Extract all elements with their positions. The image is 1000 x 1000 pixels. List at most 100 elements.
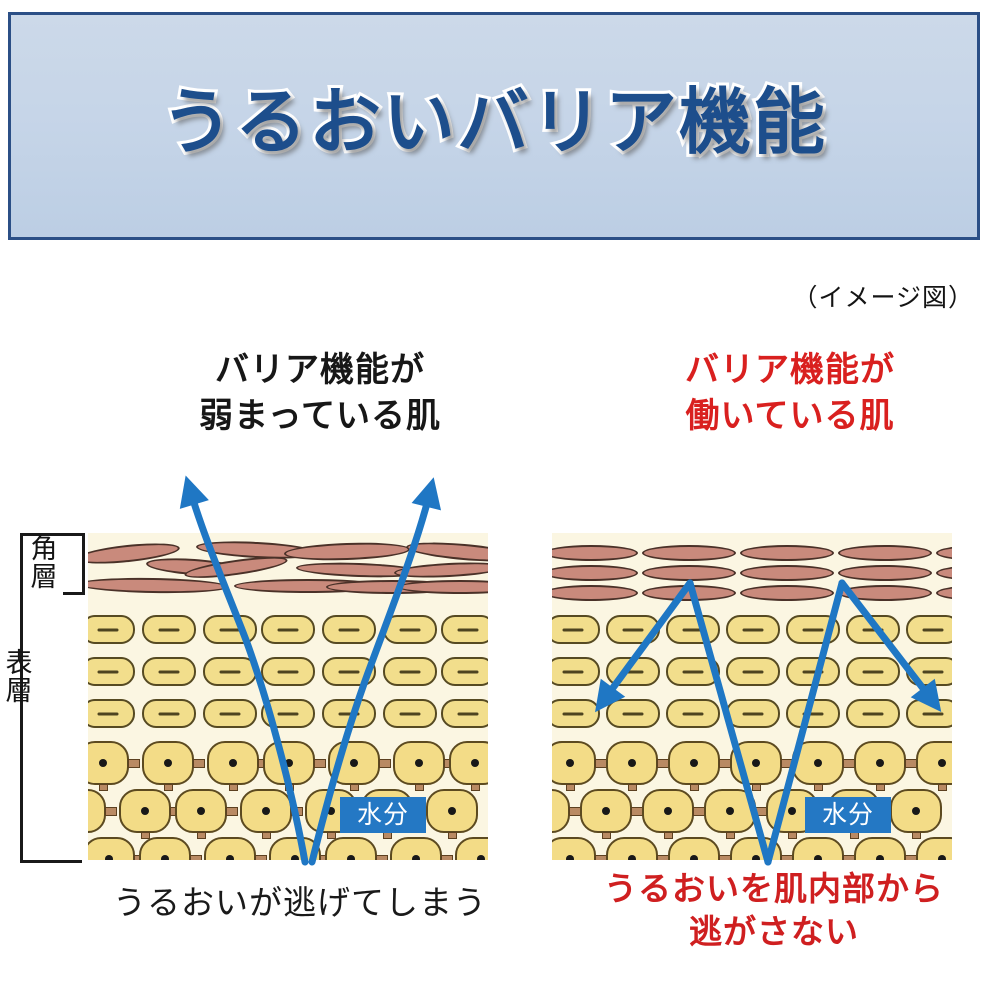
skin-diagram-strong-barrier	[552, 533, 952, 860]
granular-cell	[88, 657, 135, 686]
basal-cell	[139, 837, 191, 860]
cell-bridge	[141, 832, 150, 839]
granular-cell	[203, 615, 257, 644]
cell-bridge	[788, 832, 797, 839]
caption-right-line1: うるおいを肌内部から	[604, 870, 944, 907]
corneocyte	[936, 565, 952, 581]
corneocyte	[838, 585, 932, 601]
cell-bridge	[383, 832, 392, 839]
corneocyte	[838, 545, 932, 561]
basal-cell	[642, 789, 694, 833]
basal-cell	[119, 789, 171, 833]
caption-right-panel: うるおいを肌内部から 逃がさない	[548, 868, 1000, 954]
cell-bridge	[262, 832, 271, 839]
granular-cell	[383, 615, 437, 644]
label-stratum-corneum: 角層	[30, 534, 58, 592]
bracket-stratum-corneum	[63, 533, 85, 595]
corneocyte	[740, 585, 834, 601]
basal-cell	[455, 837, 488, 860]
heading-right-line2: 働いている肌	[685, 396, 895, 435]
granular-cell	[441, 657, 488, 686]
cell-bridge	[566, 784, 575, 791]
basal-cell	[580, 789, 632, 833]
cell-bridge	[441, 855, 453, 860]
basal-cell	[269, 837, 321, 860]
cell-bridge	[105, 807, 117, 816]
basal-cell	[449, 741, 488, 785]
granular-cell	[383, 699, 437, 728]
granular-cell	[786, 615, 840, 644]
cell-bridge	[938, 784, 947, 791]
cell-bridge	[471, 784, 480, 791]
skin-diagram-weak-barrier	[88, 533, 488, 860]
label-epidermis: 表層	[5, 648, 33, 706]
basal-cell	[552, 789, 570, 833]
corneocyte	[552, 565, 638, 581]
basal-cell	[142, 741, 194, 785]
granular-cell	[606, 657, 660, 686]
cell-bridge	[99, 784, 108, 791]
basal-cell	[606, 741, 658, 785]
granular-cell	[906, 615, 952, 644]
corneocyte	[552, 545, 638, 561]
basal-cell	[668, 741, 720, 785]
corneocyte	[936, 545, 952, 561]
basal-cell	[668, 837, 720, 860]
granular-cell	[261, 657, 315, 686]
corneocyte	[642, 585, 736, 601]
water-label-right: 水分	[805, 797, 891, 833]
title-banner: うるおいバリア機能	[8, 12, 980, 240]
cell-bridge	[285, 784, 294, 791]
granular-cell	[726, 657, 780, 686]
granular-cell	[88, 615, 135, 644]
granular-cell	[666, 699, 720, 728]
cell-bridge	[814, 784, 823, 791]
granular-cell	[666, 657, 720, 686]
corneocyte	[642, 545, 736, 561]
corneocyte	[642, 565, 736, 581]
basal-cell	[88, 741, 129, 785]
bracket-epidermis	[20, 533, 82, 863]
basal-cell	[325, 837, 377, 860]
granular-cell	[606, 615, 660, 644]
corneocyte	[936, 585, 952, 601]
basal-cell	[854, 837, 906, 860]
granular-cell	[726, 615, 780, 644]
granular-cell	[142, 615, 196, 644]
cell-bridge	[628, 784, 637, 791]
basal-cell	[263, 741, 315, 785]
corneocyte	[283, 540, 411, 563]
basal-cell	[328, 741, 380, 785]
corneocyte	[88, 576, 229, 595]
granular-cell	[906, 699, 952, 728]
cell-bridge	[255, 855, 267, 860]
granular-cell	[203, 699, 257, 728]
basal-cell	[390, 837, 442, 860]
basal-cell	[175, 789, 227, 833]
corneocyte	[740, 545, 834, 561]
granular-cell	[846, 699, 900, 728]
basal-cell	[204, 837, 256, 860]
heading-right-panel: バリア機能が 働いている肌	[590, 348, 990, 440]
cell-bridge	[314, 759, 326, 768]
corneocyte	[552, 585, 638, 601]
basal-cell	[730, 837, 782, 860]
basal-cell	[854, 741, 906, 785]
cell-bridge	[690, 784, 699, 791]
granular-cell	[846, 657, 900, 686]
basal-cell	[552, 837, 596, 860]
basal-cell	[730, 741, 782, 785]
basal-cell	[792, 741, 844, 785]
granular-cell	[786, 699, 840, 728]
page-title: うるおいバリア機能	[158, 83, 828, 163]
granular-cell	[552, 657, 600, 686]
basal-cell	[88, 837, 135, 860]
granular-cell	[261, 699, 315, 728]
cell-bridge	[376, 855, 388, 860]
heading-left-panel: バリア機能が 弱まっている肌	[110, 348, 530, 440]
basal-cell	[606, 837, 658, 860]
cell-bridge	[726, 832, 735, 839]
granular-cell	[606, 699, 660, 728]
cell-bridge	[850, 832, 859, 839]
cell-bridge	[291, 807, 303, 816]
